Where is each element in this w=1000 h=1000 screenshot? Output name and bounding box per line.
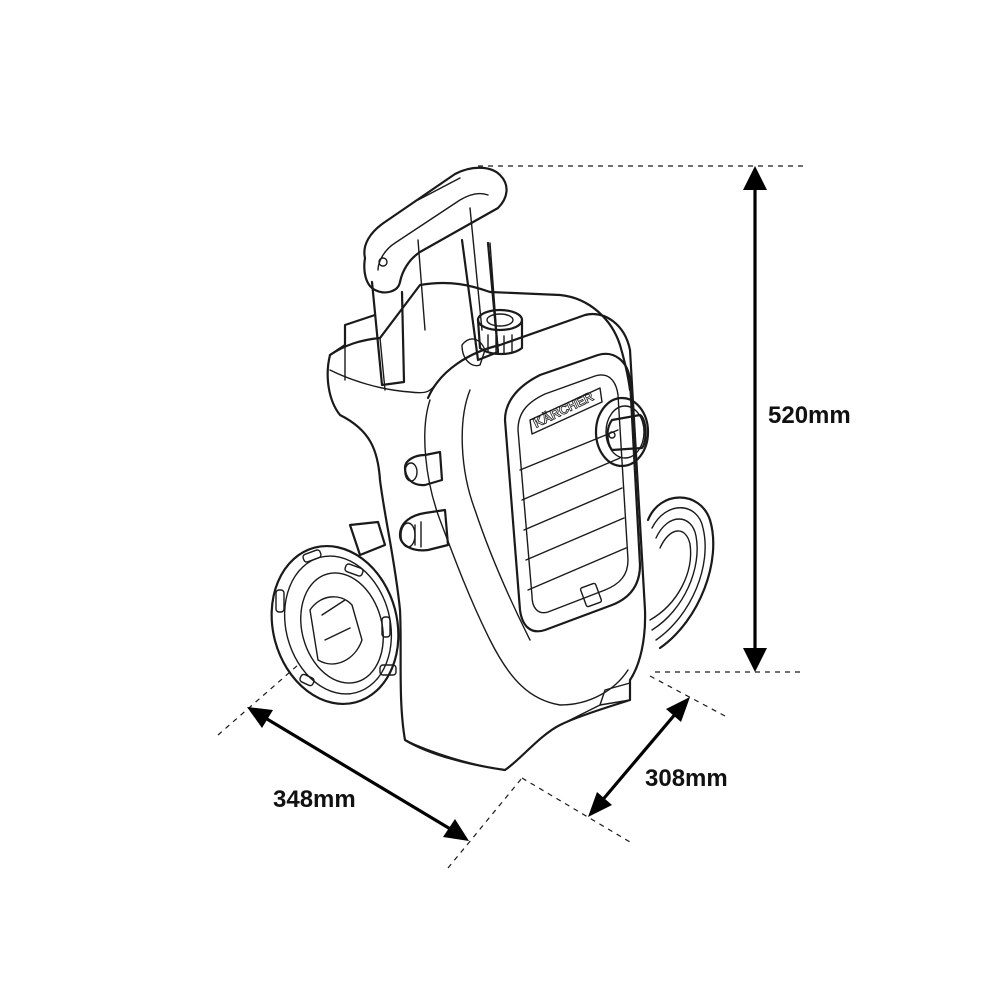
hose-reel <box>270 520 400 706</box>
control-panel <box>503 352 642 633</box>
height-dimension-label: 520mm <box>768 402 851 429</box>
hose-coil <box>646 496 715 650</box>
front-shell-edge <box>424 399 629 706</box>
top-outlet-connector <box>461 308 524 367</box>
pressure-control-knob <box>594 396 650 468</box>
side-fittings <box>398 450 450 552</box>
top-deck <box>328 281 632 392</box>
depth-back-extension <box>649 675 726 717</box>
base <box>404 682 631 771</box>
width-dimension-arrow <box>247 707 469 841</box>
extension-lines <box>217 165 805 869</box>
pressure-washer-drawing <box>270 166 715 772</box>
depth-front-extension <box>521 777 631 843</box>
handle <box>363 166 508 387</box>
height-dimension-arrow <box>743 166 767 672</box>
depth-dimension-label: 308mm <box>645 765 728 792</box>
width-left-extension <box>217 664 299 736</box>
width-dimension-label: 348mm <box>273 786 356 813</box>
width-right-extension <box>447 777 523 869</box>
depth-dimension-arrow <box>588 697 690 817</box>
